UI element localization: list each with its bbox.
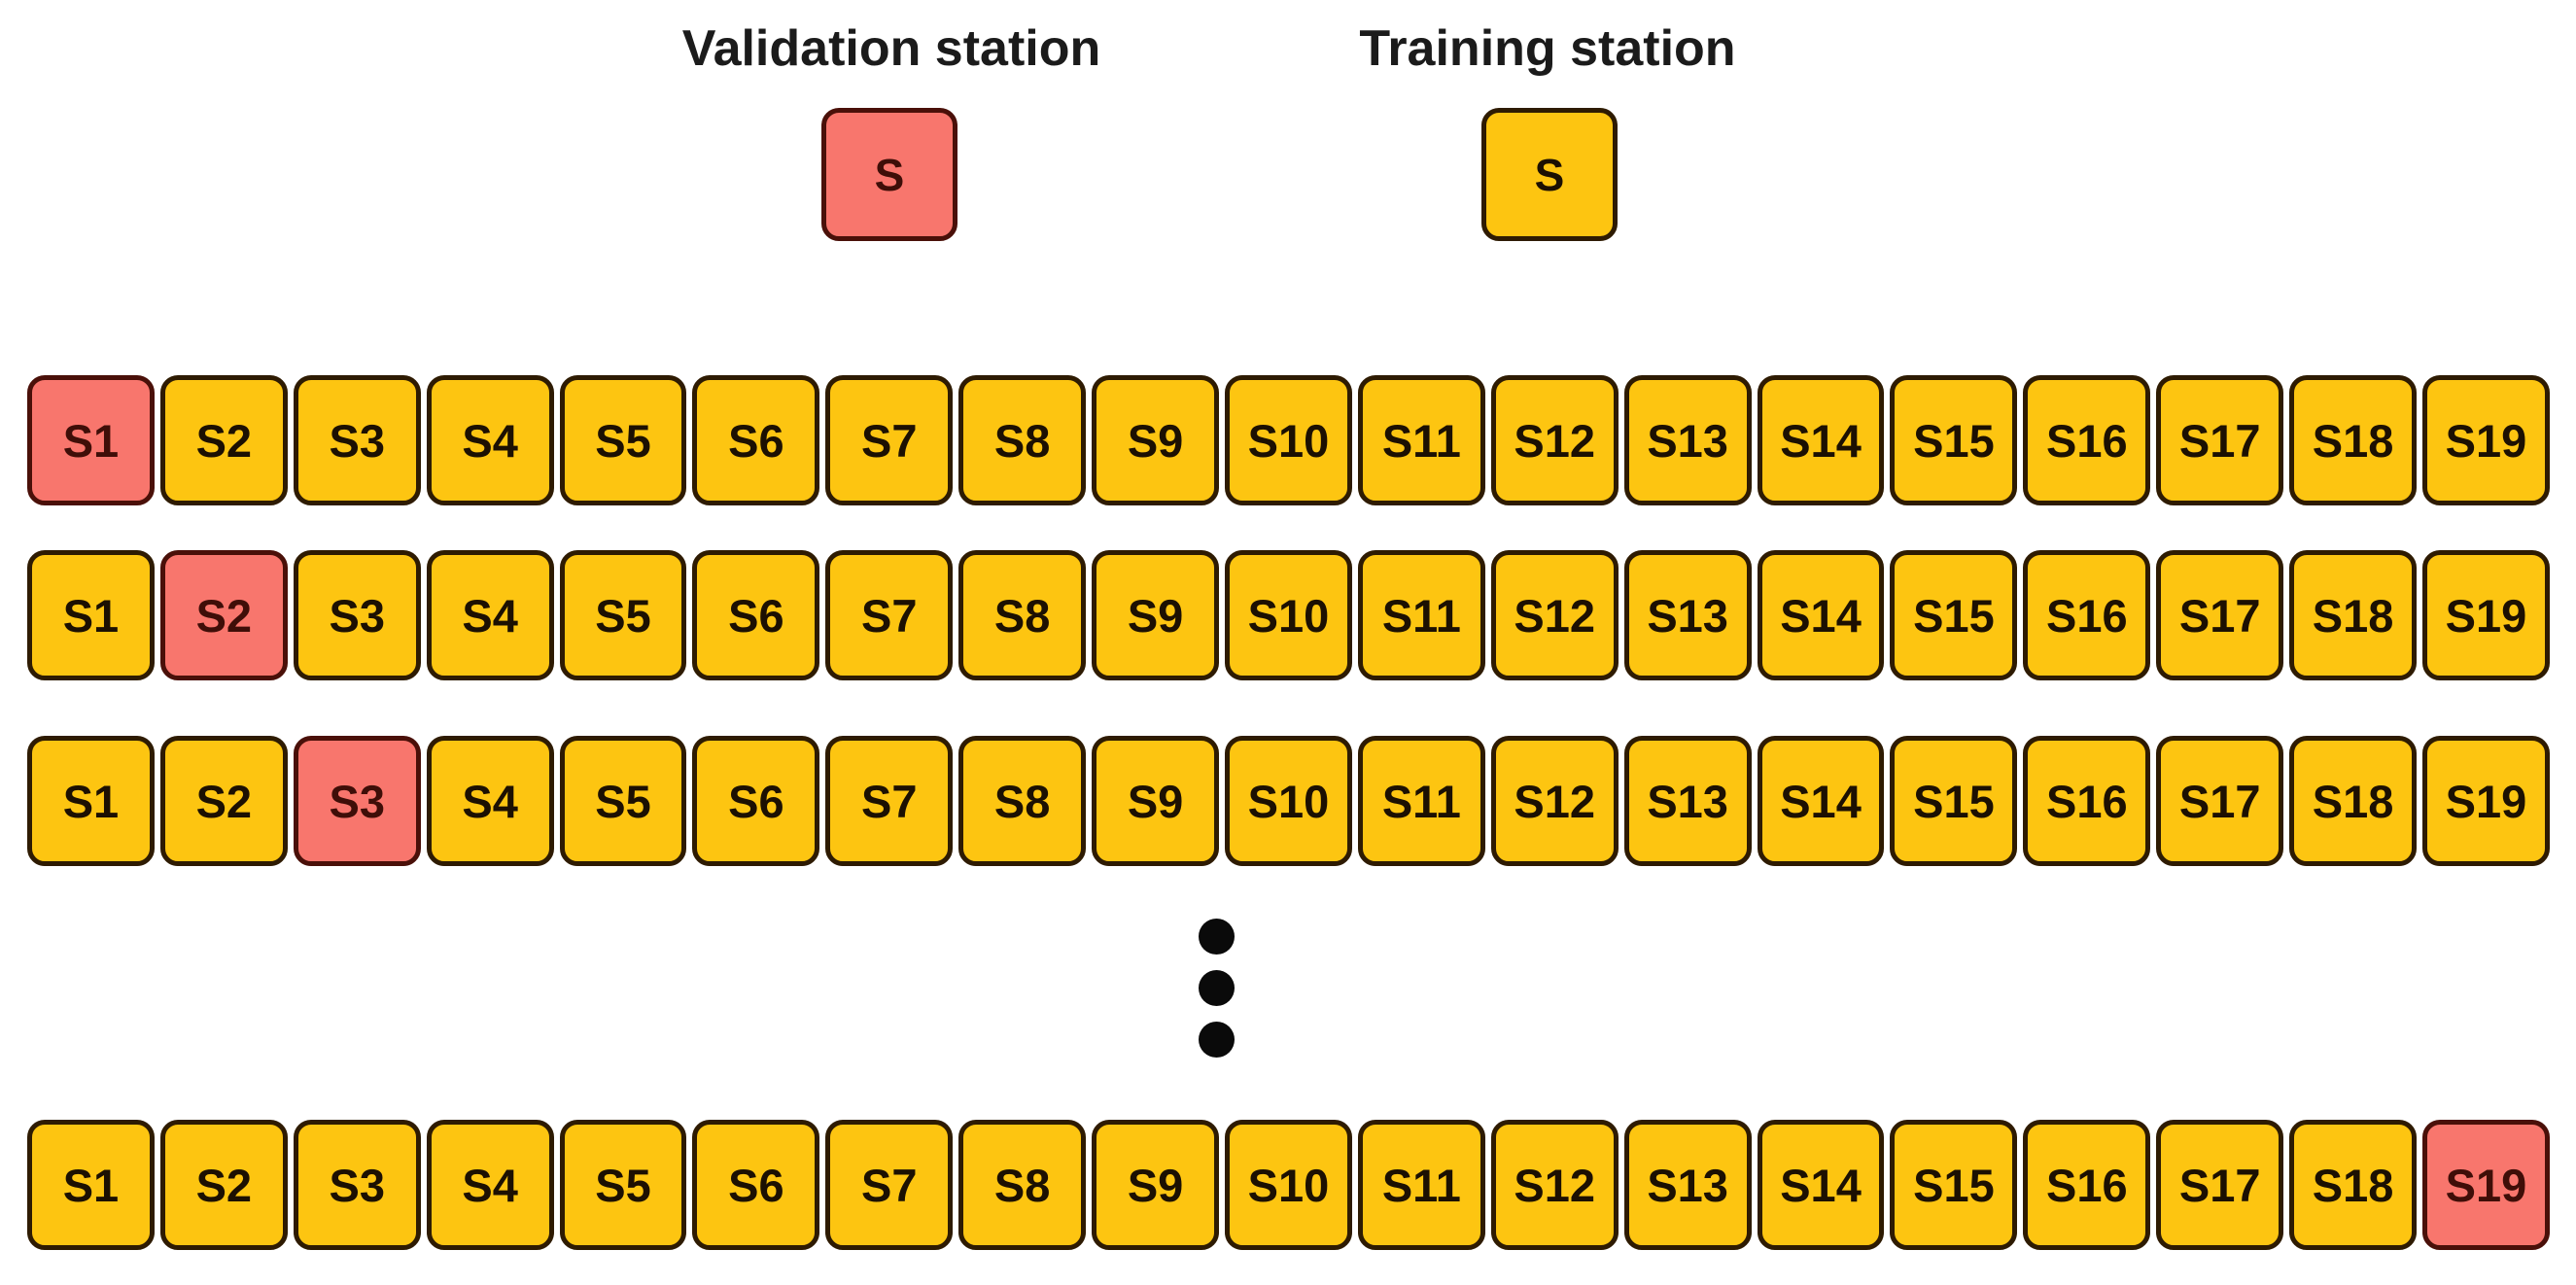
validation-legend-box-letter: S [874,149,905,200]
station-cell: S4 [426,375,554,505]
station-cell: S18 [2289,1120,2418,1250]
station-cell: S7 [825,375,954,505]
validation-legend-label: Validation station [681,20,1101,77]
station-cell: S19 [2422,375,2550,505]
station-cell: S16 [2023,550,2151,680]
station-cell: S15 [1890,375,2018,505]
station-cell: S14 [1757,550,1885,680]
station-cell: S16 [2023,736,2151,866]
station-cell: S7 [825,1120,954,1250]
station-cell: S10 [1225,1120,1352,1250]
station-cell: S6 [692,375,820,505]
station-cell: S5 [559,1120,687,1250]
training-station-legend-box: S [1481,108,1618,241]
station-cell: S12 [1490,1120,1619,1250]
station-cell: S18 [2289,375,2418,505]
station-cell: S1 [27,375,155,505]
station-cell: S8 [958,550,1087,680]
station-cell: S17 [2156,736,2284,866]
station-cell: S11 [1357,736,1485,866]
station-cell: S19 [2422,550,2550,680]
station-cell: S6 [692,550,820,680]
ellipsis-dot [1199,1022,1235,1058]
station-cell: S14 [1757,736,1885,866]
validation-station-legend-box: S [821,108,957,241]
station-cell: S1 [27,736,155,866]
station-cell: S13 [1623,1120,1752,1250]
station-cell: S19 [2422,736,2550,866]
station-cell: S3 [293,736,421,866]
station-cell: S11 [1357,1120,1485,1250]
station-cell: S9 [1092,736,1220,866]
station-cell: S2 [159,375,288,505]
station-cell: S4 [426,1120,554,1250]
station-cell: S9 [1092,1120,1220,1250]
station-cell: S11 [1357,550,1485,680]
station-cell: S3 [293,550,421,680]
station-cell: S3 [293,1120,421,1250]
station-cell: S15 [1890,550,2018,680]
station-cell: S16 [2023,375,2151,505]
station-cell: S14 [1757,375,1885,505]
station-cell: S13 [1623,375,1752,505]
station-cell: S13 [1623,550,1752,680]
station-cell: S15 [1890,736,2018,866]
station-cell: S6 [692,736,820,866]
station-cell: S16 [2023,1120,2151,1250]
ellipsis-dot [1199,970,1235,1006]
vertical-ellipsis [1199,919,1235,1058]
station-cell: S15 [1890,1120,2018,1250]
station-cell: S8 [958,1120,1087,1250]
station-cell: S17 [2156,375,2284,505]
station-cell: S12 [1490,550,1619,680]
station-cell: S4 [426,550,554,680]
station-cell: S6 [692,1120,820,1250]
station-cell: S12 [1490,736,1619,866]
station-cell: S18 [2289,550,2418,680]
station-cell: S1 [27,550,155,680]
station-cell: S2 [159,550,288,680]
station-cell: S13 [1623,736,1752,866]
station-cell: S2 [159,736,288,866]
station-cell: S10 [1225,375,1352,505]
station-cell: S1 [27,1120,155,1250]
station-cell: S9 [1092,550,1220,680]
station-cell: S3 [293,375,421,505]
station-cell: S4 [426,736,554,866]
training-legend-box-letter: S [1534,149,1565,200]
station-cell: S11 [1357,375,1485,505]
station-cell: S9 [1092,375,1220,505]
station-cell: S18 [2289,736,2418,866]
station-cell: S5 [559,375,687,505]
station-cell: S17 [2156,1120,2284,1250]
training-legend-label: Training station [1359,20,1736,77]
station-cell: S2 [159,1120,288,1250]
station-cell: S12 [1490,375,1619,505]
station-cell: S14 [1757,1120,1885,1250]
station-cell: S8 [958,736,1087,866]
station-cell: S17 [2156,550,2284,680]
station-cell: S10 [1225,550,1352,680]
station-cell: S8 [958,375,1087,505]
station-cell: S5 [559,736,687,866]
station-cell: S10 [1225,736,1352,866]
station-cell: S5 [559,550,687,680]
station-cell: S7 [825,550,954,680]
station-cell: S7 [825,736,954,866]
station-cell: S19 [2422,1120,2550,1250]
ellipsis-dot [1199,919,1235,955]
